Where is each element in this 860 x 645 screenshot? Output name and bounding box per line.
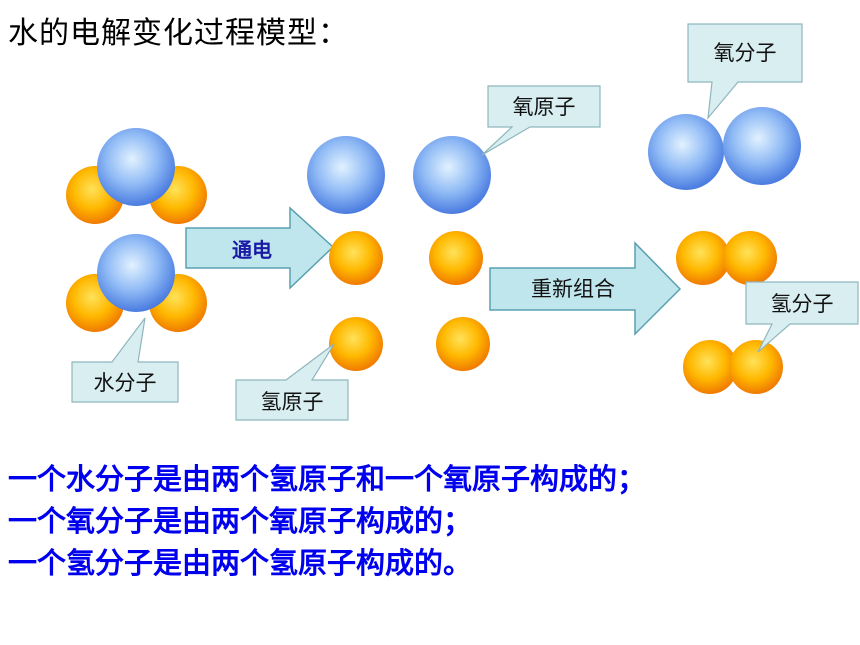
hydrogen-molecule-bottom [683, 340, 783, 394]
water-molecule-bottom [66, 234, 207, 332]
callout-oxygen-atom: 氧原子 [481, 85, 601, 156]
hydrogen-atom [676, 231, 730, 285]
hydrogen-atom [729, 340, 783, 394]
callout-hydrogen-atom-label: 氢原子 [261, 390, 324, 414]
recombine-label: 重新组合 [531, 277, 615, 301]
summary-text: 一个水分子是由两个氢原子和一个氧原子构成的； 一个氧分子是由两个氧原子构成的； … [8, 458, 646, 584]
callout-hydrogen-molecule: 氢分子 [745, 281, 859, 353]
recombine-arrow: 重新组合 [489, 241, 682, 336]
oxygen-molecule [648, 107, 801, 190]
summary-line-2: 一个氧分子是由两个氧原子构成的； [8, 504, 473, 538]
hydrogen-atom [723, 231, 777, 285]
summary-line-1: 一个水分子是由两个氢原子和一个氧原子构成的； [8, 462, 647, 496]
electrolysis-arrow: 通电 [185, 206, 335, 290]
callout-oxygen-molecule-label: 氧分子 [714, 41, 777, 65]
hydrogen-atom [429, 231, 483, 285]
oxygen-atom [307, 136, 385, 214]
callout-hydrogen-molecule-label: 氢分子 [771, 292, 834, 316]
hydrogen-atom [329, 317, 383, 371]
hydrogen-atom [436, 317, 490, 371]
oxygen-atom [413, 136, 491, 214]
callout-hydrogen-atom: 氢原子 [235, 343, 349, 421]
callout-oxygen-atom-label: 氧原子 [513, 95, 576, 119]
hydrogen-atom [683, 340, 737, 394]
separated-atoms [307, 136, 491, 371]
callout-water-molecule: 水分子 [71, 317, 179, 403]
callout-water-molecule-label: 水分子 [94, 371, 157, 395]
hydrogen-atom [329, 231, 383, 285]
page-title: 水的电解变化过程模型： [8, 16, 349, 51]
summary-line-3: 一个氢分子是由两个氢原子构成的。 [8, 546, 473, 580]
oxygen-atom [648, 114, 724, 190]
hydrogen-molecule-top [676, 231, 777, 285]
oxygen-atom [97, 234, 175, 312]
oxygen-atom [97, 128, 175, 206]
callout-oxygen-molecule: 氧分子 [687, 23, 803, 120]
water-molecule-top [66, 128, 207, 224]
electrolysis-label: 通电 [232, 238, 272, 262]
oxygen-atom [723, 107, 801, 185]
